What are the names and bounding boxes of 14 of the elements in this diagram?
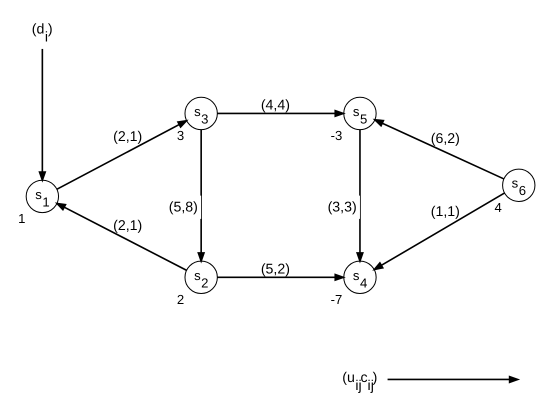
node-label: 1 [18, 211, 26, 226]
node-label: -7 [330, 292, 342, 308]
edge-label: (6,2) [430, 130, 460, 147]
node-label: 4 [494, 200, 502, 215]
node-label: -3 [330, 128, 342, 144]
node-label: 2 [176, 292, 184, 308]
edge-label: (2,1) [113, 128, 142, 145]
edge-label: (2,1) [113, 218, 142, 234]
edge-label: (5,2) [260, 261, 290, 278]
edge-label: (5,8) [168, 200, 198, 216]
node-label: 3 [176, 128, 184, 144]
edge-label: (3,3) [328, 200, 357, 216]
edge-label: (4,4) [260, 98, 290, 114]
edge-label: (1,1) [430, 204, 460, 220]
